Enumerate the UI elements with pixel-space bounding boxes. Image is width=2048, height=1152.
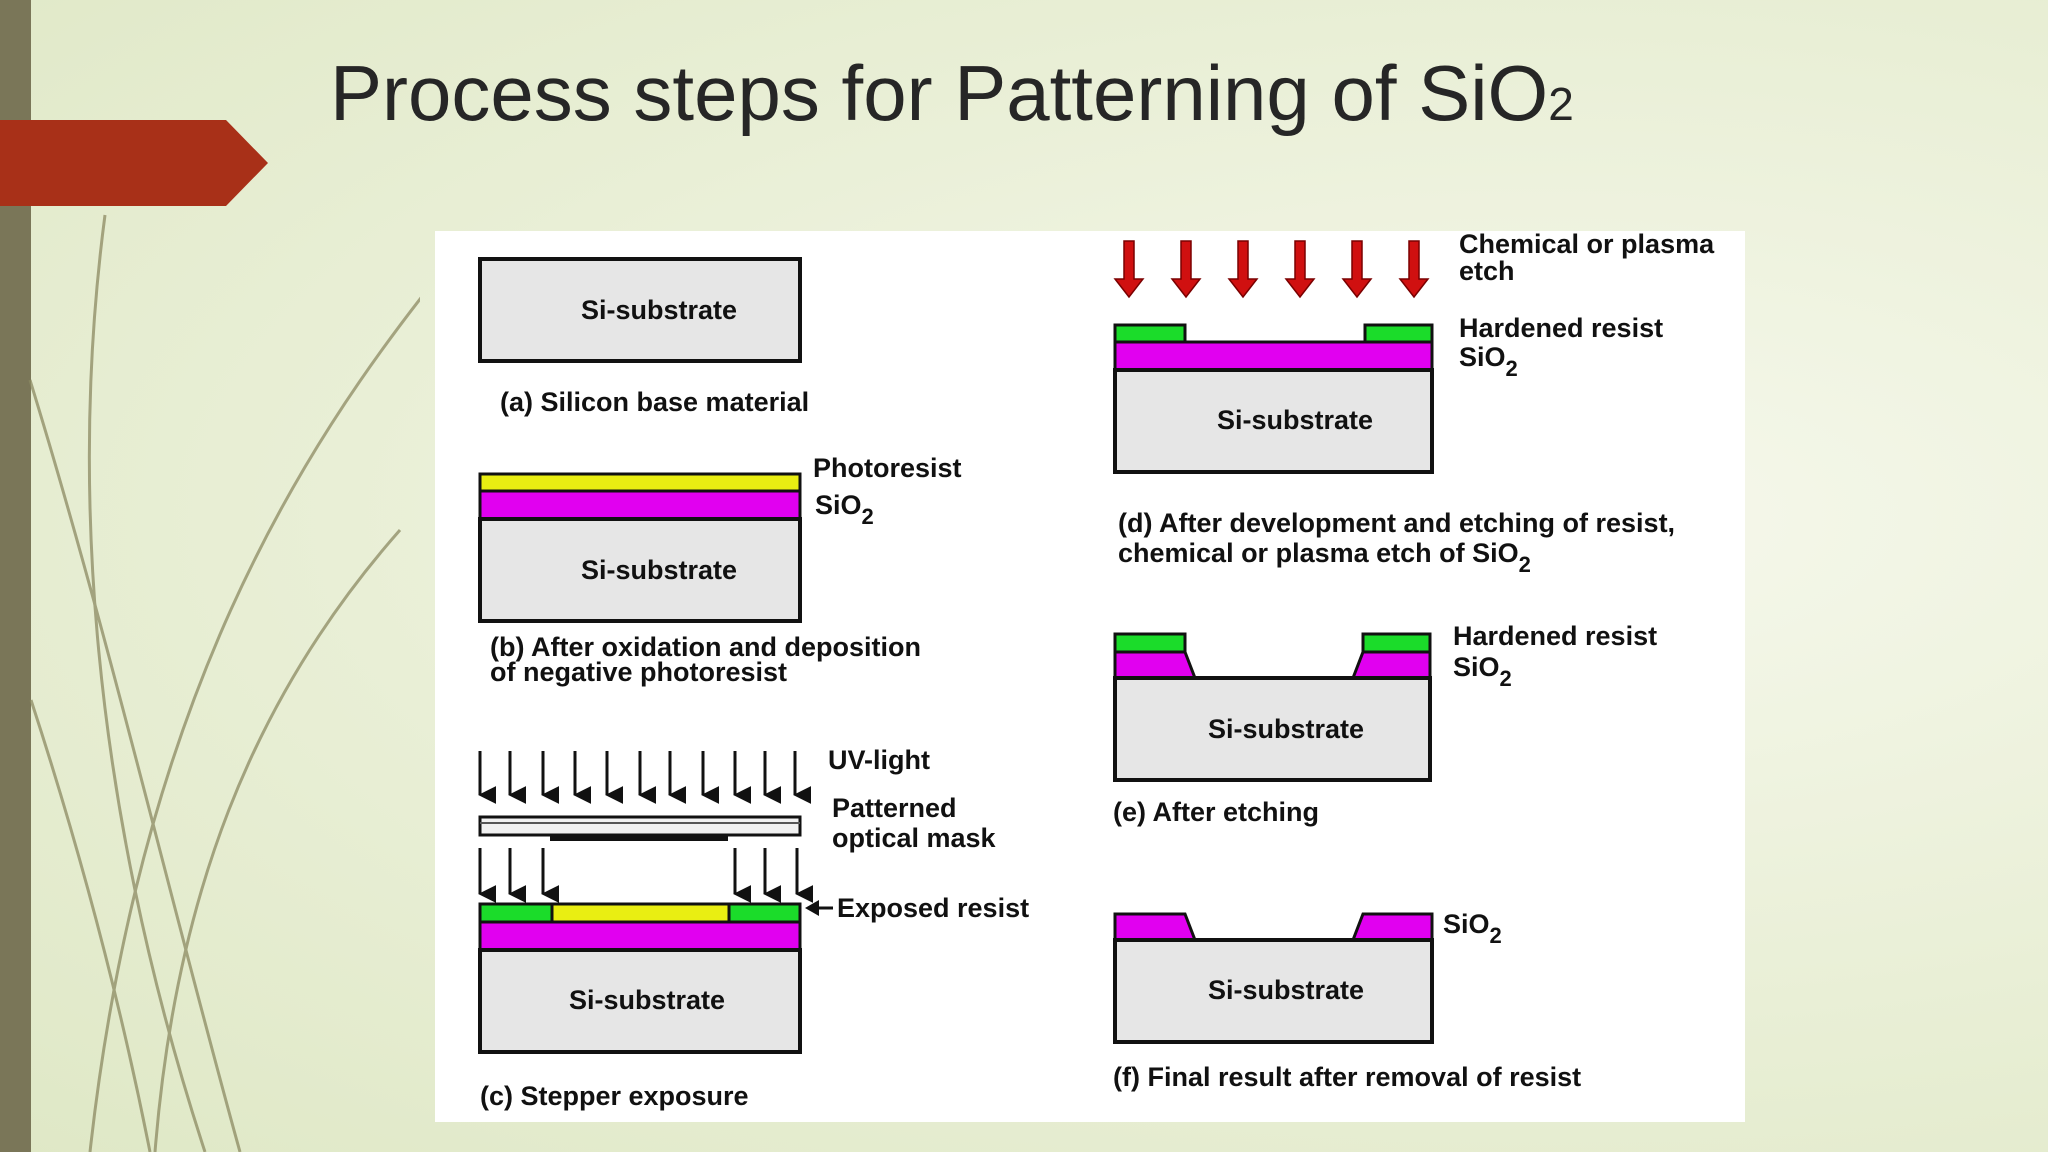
transmitted-light-arrows xyxy=(478,848,814,903)
step-c-label-uv: UV-light xyxy=(828,745,930,775)
title-accent-arrow xyxy=(0,120,268,206)
step-d-label-etch-line1: Chemical or plasma xyxy=(1459,231,1715,259)
step-b-label-sio2: SiO2 xyxy=(815,490,874,529)
step-c: Si-substrate UV-light Patterned optical … xyxy=(478,745,1029,1111)
step-c-label-mask-line2: optical mask xyxy=(832,823,997,853)
uv-light-arrows xyxy=(478,751,812,804)
exposed-resist-pointer-head xyxy=(805,900,819,916)
step-a-substrate-label: Si-substrate xyxy=(581,295,737,325)
step-f-substrate xyxy=(1113,938,1434,1044)
step-c-substrate xyxy=(478,948,802,1054)
step-b-label-photoresist: Photoresist xyxy=(813,453,962,483)
step-d-hardened-resist-left xyxy=(1113,323,1187,344)
step-e: Si-substrate Hardened resist SiO2 (e) Af… xyxy=(1113,621,1657,827)
process-diagram-panel: Si-substrate (a) Silicon base material S… xyxy=(435,231,1745,1122)
step-d-substrate-label: Si-substrate xyxy=(1217,405,1373,435)
page-title: Process steps for Patterning of SiO2 xyxy=(330,48,1574,139)
etch-arrows xyxy=(1113,240,1430,299)
step-a-substrate xyxy=(478,257,802,363)
step-e-sio2-right-island xyxy=(1350,650,1432,680)
step-b-caption-line2: of negative photoresist xyxy=(490,657,787,687)
step-c-label-exposed: Exposed resist xyxy=(837,893,1029,923)
step-c-exposed-resist-right xyxy=(727,902,802,924)
optical-mask-opaque-region xyxy=(550,835,728,841)
step-e-substrate-label: Si-substrate xyxy=(1208,714,1364,744)
step-d-hardened-resist-right xyxy=(1363,323,1434,344)
step-e-label-hardened: Hardened resist xyxy=(1453,621,1657,651)
step-f-label-sio2: SiO2 xyxy=(1443,909,1502,948)
step-e-hardened-resist-left xyxy=(1113,632,1187,654)
step-d-caption-line2: chemical or plasma etch of SiO2 xyxy=(1118,538,1531,577)
step-a-caption: (a) Silicon base material xyxy=(500,387,809,417)
step-d-label-hardened: Hardened resist xyxy=(1459,313,1663,343)
step-b-sio2-layer xyxy=(478,489,802,521)
step-c-substrate-label: Si-substrate xyxy=(569,985,725,1015)
step-f-sio2-right-island xyxy=(1350,912,1434,942)
step-d: Si-substrate Chemical or plasma etch Har… xyxy=(1113,231,1715,577)
step-c-exposed-resist-left xyxy=(478,902,554,924)
step-c-caption: (c) Stepper exposure xyxy=(480,1081,749,1111)
title-main-text: Process steps for Patterning of SiO xyxy=(330,49,1549,137)
step-e-substrate xyxy=(1113,676,1432,782)
step-e-sio2-left-island xyxy=(1113,650,1198,680)
step-b-substrate-label: Si-substrate xyxy=(581,555,737,585)
step-d-label-etch-line2: etch xyxy=(1459,256,1515,286)
step-c-label-mask-line1: Patterned xyxy=(832,793,957,823)
step-b: Si-substrate Photoresist SiO2 (b) After … xyxy=(478,453,962,687)
step-e-hardened-resist-right xyxy=(1361,632,1432,654)
step-a: Si-substrate (a) Silicon base material xyxy=(478,257,809,417)
decorative-grass-lines xyxy=(28,214,420,1152)
step-f-substrate-label: Si-substrate xyxy=(1208,975,1364,1005)
title-subscript: 2 xyxy=(1548,78,1574,130)
step-e-label-sio2: SiO2 xyxy=(1453,652,1512,691)
step-d-substrate xyxy=(1113,368,1434,474)
optical-mask xyxy=(478,815,802,837)
step-c-sio2-layer xyxy=(478,920,802,952)
step-b-photoresist-layer xyxy=(478,472,802,493)
step-b-caption-line1: (b) After oxidation and deposition xyxy=(490,632,921,662)
step-f-sio2-left-island xyxy=(1113,912,1198,942)
step-d-label-sio2: SiO2 xyxy=(1459,342,1518,381)
step-e-caption: (e) After etching xyxy=(1113,797,1319,827)
step-f-caption: (f) Final result after removal of resist xyxy=(1113,1062,1581,1092)
step-d-caption-line1: (d) After development and etching of res… xyxy=(1118,508,1675,538)
step-f: Si-substrate SiO2 (f) Final result after… xyxy=(1113,909,1581,1092)
step-d-sio2-layer xyxy=(1113,340,1434,372)
step-c-unexposed-resist xyxy=(550,902,731,924)
step-b-substrate xyxy=(478,517,802,623)
